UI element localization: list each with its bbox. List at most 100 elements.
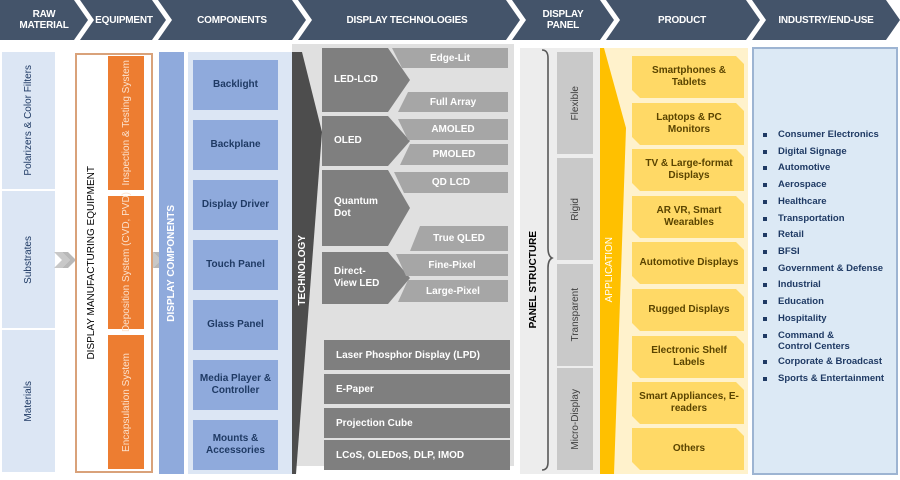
technology-sub-label: True QLED xyxy=(433,233,485,244)
technology-sub-label: PMOLED xyxy=(432,149,476,160)
raw-material-item: Materials xyxy=(2,330,55,472)
header-step-shape xyxy=(606,0,760,40)
component-item-label: Backplane xyxy=(210,139,261,150)
panel-item: Rigid xyxy=(557,158,593,260)
technology-group-label: Direct-View LED xyxy=(334,252,384,304)
industry-item: Automotive xyxy=(763,160,884,177)
industry-item-label: BFSI xyxy=(778,245,800,257)
equipment-item-label: Encapsulation System xyxy=(120,352,132,452)
industry-item: BFSI xyxy=(763,244,884,261)
industry-item: Corporate & Broadcast xyxy=(763,354,884,371)
header-step-shape xyxy=(298,0,520,40)
equipment-item-label: Deposition System (CVD, PVD) xyxy=(120,192,132,333)
technology-group-shape xyxy=(322,48,410,112)
industry-item-label: Industrial xyxy=(778,279,821,291)
technology-group-shape xyxy=(322,252,410,304)
bullet-icon xyxy=(763,334,767,339)
application-title-label: APPLICATION xyxy=(603,237,615,303)
industry-item-label: Aerospace xyxy=(778,179,827,191)
industry-item: Retail xyxy=(763,227,884,244)
technology-title: TECHNOLOGY xyxy=(292,150,312,390)
industry-item-label: Automotive xyxy=(778,162,831,174)
component-item-label: Mounts & Accessories xyxy=(206,433,265,456)
product-item-shape xyxy=(632,103,744,145)
header-step-product: PRODUCT xyxy=(657,14,707,26)
technology-other-item: Laser Phosphor Display (LPD) xyxy=(324,340,510,370)
equipment-item: Deposition System (CVD, PVD) xyxy=(108,192,144,333)
technology-sub-label: Edge-Lit xyxy=(430,52,470,64)
header-step-shape xyxy=(80,0,166,40)
technology-group-label: LED-LCD xyxy=(334,48,384,112)
technology-group-name: Quantum Dot xyxy=(334,196,378,219)
technology-sub-shape xyxy=(398,119,508,140)
component-item: Mounts & Accessories xyxy=(193,420,278,470)
technology-group-label: OLED xyxy=(334,116,384,166)
raw-material-item: Polarizers & Color Filters xyxy=(2,52,55,189)
panel-item-label: Flexible xyxy=(569,85,581,121)
component-item: Touch Panel xyxy=(193,240,278,290)
industry-item-label: Transportation xyxy=(778,212,845,224)
industry-item-label: Hospitality xyxy=(778,312,827,324)
industry-item: Hospitality xyxy=(763,311,884,328)
component-item-label: Backlight xyxy=(212,79,258,90)
technology-group-name: LED-LCD xyxy=(334,74,378,85)
header-step-industry: INDUSTRY/END-USE xyxy=(778,14,874,26)
components-title-bar: DISPLAY COMPONENTS xyxy=(159,52,184,474)
product-item-shape xyxy=(632,56,744,98)
technology-sub-label: AMOLED xyxy=(431,124,475,135)
industry-item: Sports & Entertainment xyxy=(763,371,885,388)
product-item: Automotive Displays xyxy=(639,257,739,268)
technology-group-name: Direct-View LED xyxy=(334,266,380,289)
component-item: Backlight xyxy=(193,60,278,110)
industry-item: Aerospace xyxy=(763,177,884,194)
bullet-icon xyxy=(763,149,767,154)
technology-sub-shape xyxy=(400,144,508,165)
technology-other-item: E-Paper xyxy=(324,374,510,404)
equipment-title: DISPLAY MANUFACTURING EQUIPMENT xyxy=(80,56,102,470)
product-item-shape xyxy=(632,428,744,470)
industry-item: Digital Signage xyxy=(763,144,884,161)
product-item: Others xyxy=(672,443,706,454)
industry-item: Command & Control Centers xyxy=(763,330,868,352)
technology-sub-shape xyxy=(398,280,508,302)
industry-item: Government & Defense xyxy=(763,261,884,278)
bullet-icon xyxy=(763,266,767,271)
product-item: AR VR, Smart Wearables xyxy=(656,205,722,228)
bullet-icon xyxy=(763,216,767,221)
product-item: Smartphones & Tablets xyxy=(652,65,726,88)
bullet-icon xyxy=(763,300,767,305)
product-item-shape xyxy=(632,149,744,191)
technology-title-label: TECHNOLOGY xyxy=(296,234,308,306)
bullet-icon xyxy=(763,377,767,382)
technology-wedge xyxy=(292,52,322,474)
header-step-components: COMPONENTS xyxy=(197,14,267,26)
panel-title-label: PANEL STRUCTURE xyxy=(527,231,539,329)
technology-group-shape xyxy=(322,170,410,246)
raw-material-item: Substrates xyxy=(2,191,55,328)
product-item-shape xyxy=(632,196,744,238)
component-item: Display Driver xyxy=(193,180,278,230)
header-step-display-technologies: DISPLAY TECHNOLOGIES xyxy=(346,14,468,26)
equipment-title-label: DISPLAY MANUFACTURING EQUIPMENT xyxy=(85,166,97,360)
industry-item: Consumer Electronics xyxy=(763,127,884,144)
product-item: Electronic Shelf Labels xyxy=(651,345,727,368)
bullet-icon xyxy=(763,133,767,137)
industry-item-label: Consumer Electronics xyxy=(778,129,879,140)
application-title: APPLICATION xyxy=(600,180,618,360)
component-item-label: Media Player & Controller xyxy=(199,373,272,396)
flow-arrow-icon xyxy=(54,252,76,268)
industry-item-label: Education xyxy=(778,296,824,308)
industry-item-label: Sports & Entertainment xyxy=(778,373,885,385)
technology-sub-shape xyxy=(396,254,508,276)
technology-sub-shape xyxy=(410,226,508,251)
technology-group-shape xyxy=(322,116,410,166)
raw-material-label: Materials xyxy=(23,380,34,422)
technology-sub-label: Full Array xyxy=(429,96,477,108)
product-item: Smart Appliances, E-readers xyxy=(639,391,739,414)
equipment-item: Inspection & Testing System xyxy=(108,56,144,190)
header-step-shape xyxy=(752,0,900,40)
technology-other-item: LCoS, OLEDoS, DLP, IMOD xyxy=(324,440,510,470)
bullet-icon xyxy=(763,233,767,238)
